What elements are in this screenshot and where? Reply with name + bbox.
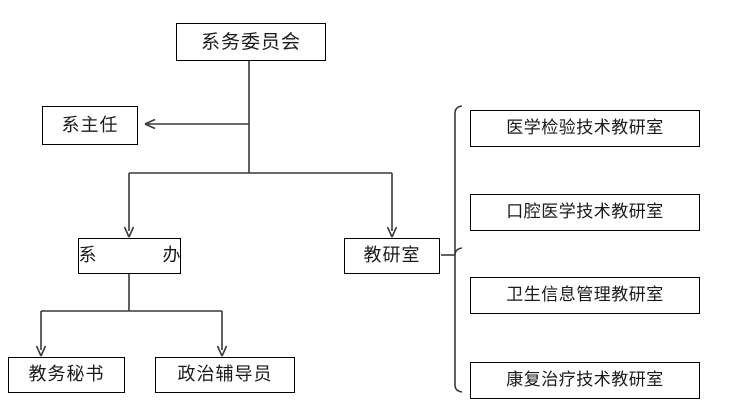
bracket-rooms-tick-notch [454,247,463,256]
node-room-rehab-therapy-label: 康复治疗技术教研室 [506,370,664,390]
node-department-head-label: 系主任 [61,114,119,136]
node-room-health-info-label: 卫生信息管理教研室 [506,285,664,305]
node-teaching-office-label: 教研室 [363,245,421,266]
node-room-medical-lab-label: 医学检验技术教研室 [506,118,664,138]
arrowhead-head [144,118,156,130]
node-room-health-info[interactable]: 卫生信息管理教研室 [470,277,700,314]
node-room-dental-tech[interactable]: 口腔医学技术教研室 [470,194,700,231]
node-committee[interactable]: 系务委员会 [176,23,326,61]
node-department-head[interactable]: 系主任 [42,106,138,145]
node-department-office[interactable]: 系 办 [78,238,181,274]
node-academic-secretary-label: 教务秘书 [28,364,105,385]
node-room-medical-lab[interactable]: 医学检验技术教研室 [470,110,700,147]
arrowhead-counselor [216,345,228,357]
arrowhead-secretary [35,345,47,357]
node-room-rehab-therapy[interactable]: 康复治疗技术教研室 [470,362,700,399]
node-department-office-label: 系 办 [78,245,191,266]
node-political-counselor-label: 政治辅导员 [177,364,273,385]
node-committee-label: 系务委员会 [200,30,301,53]
node-room-dental-tech-label: 口腔医学技术教研室 [506,202,664,222]
bracket-rooms-top-stub [454,105,463,114]
node-political-counselor[interactable]: 政治辅导员 [155,357,295,393]
arrowhead-teaching [386,226,398,238]
node-academic-secretary[interactable]: 教务秘书 [8,357,125,393]
arrowhead-office [123,226,135,238]
node-teaching-office[interactable]: 教研室 [344,238,440,274]
bracket-rooms-bottom-stub [454,384,463,393]
